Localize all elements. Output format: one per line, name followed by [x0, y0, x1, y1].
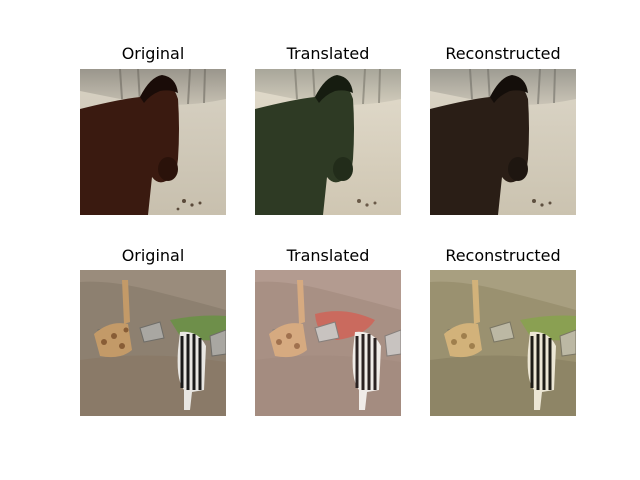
zebra-giraffe-reconstructed-image: [430, 270, 576, 416]
panel-title-r1-c3: Reconstructed: [445, 44, 561, 63]
panel-title-r1-c1: Original: [121, 44, 185, 63]
horse-translated-image: [255, 69, 401, 215]
horse-reconstructed-image: [430, 69, 576, 215]
panel-title-r2-c1: Original: [121, 246, 185, 265]
zebra-giraffe-translated-image: [255, 270, 401, 416]
zebra-giraffe-original-image: [80, 270, 226, 416]
panel-title-r2-c3: Reconstructed: [445, 246, 561, 265]
panel-title-r1-c2: Translated: [286, 44, 370, 63]
horse-original-image: [80, 69, 226, 215]
panel-title-r2-c2: Translated: [286, 246, 370, 265]
